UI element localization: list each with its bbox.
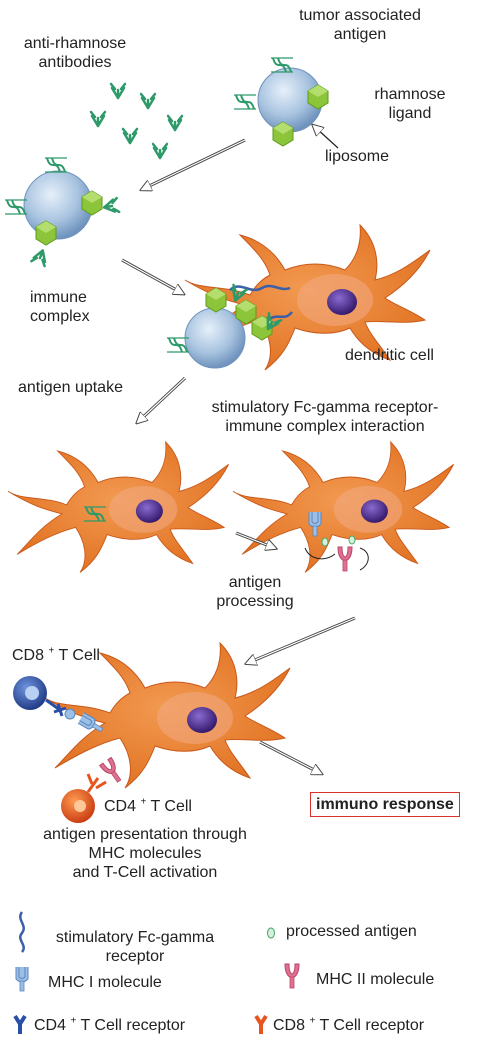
label-stimulatory-interaction: stimulatory Fc-gamma receptor-immune com… — [211, 399, 439, 435]
legend-mhc2-icon — [284, 963, 300, 989]
cd4-t-cell — [61, 773, 107, 823]
label-cd4-t-cell: CD4 + T Cell — [104, 796, 192, 815]
legend-cd8-receptor: CD8 + T Cell receptor — [273, 1015, 425, 1034]
liposome-pointer — [316, 128, 339, 149]
label-antigen-uptake: antigen uptake — [18, 379, 123, 396]
label-dendritic-cell: dendritic cell — [345, 347, 434, 364]
legend-processed-antigen: processed antigen — [286, 923, 417, 940]
dendritic-cell-2 — [7, 441, 230, 573]
immune-complex — [4, 157, 121, 268]
legend-mhc1-icon — [15, 966, 29, 992]
legend-mhc1: MHC I molecule — [48, 974, 162, 991]
legend-fc-receptor-icon — [19, 911, 25, 953]
cd8-t-cell — [13, 676, 76, 720]
legend-mhc2: MHC II molecule — [316, 971, 435, 988]
legend-processed-antigen-icon — [267, 927, 275, 939]
liposome-construct — [233, 57, 329, 147]
label-liposome: liposome — [325, 148, 390, 165]
immuno-response-box: immuno response — [310, 792, 460, 817]
free-antibodies — [89, 82, 184, 160]
legend-cd4-receptor: CD4 + T Cell receptor — [34, 1015, 186, 1034]
dendritic-cell-3 — [232, 441, 455, 573]
label-cd8-t-cell: CD8 + T Cell — [12, 645, 100, 664]
legend-cd8-receptor-icon — [254, 1014, 268, 1034]
bound-complex — [166, 283, 293, 369]
legend-cd4-receptor-icon — [13, 1014, 27, 1034]
